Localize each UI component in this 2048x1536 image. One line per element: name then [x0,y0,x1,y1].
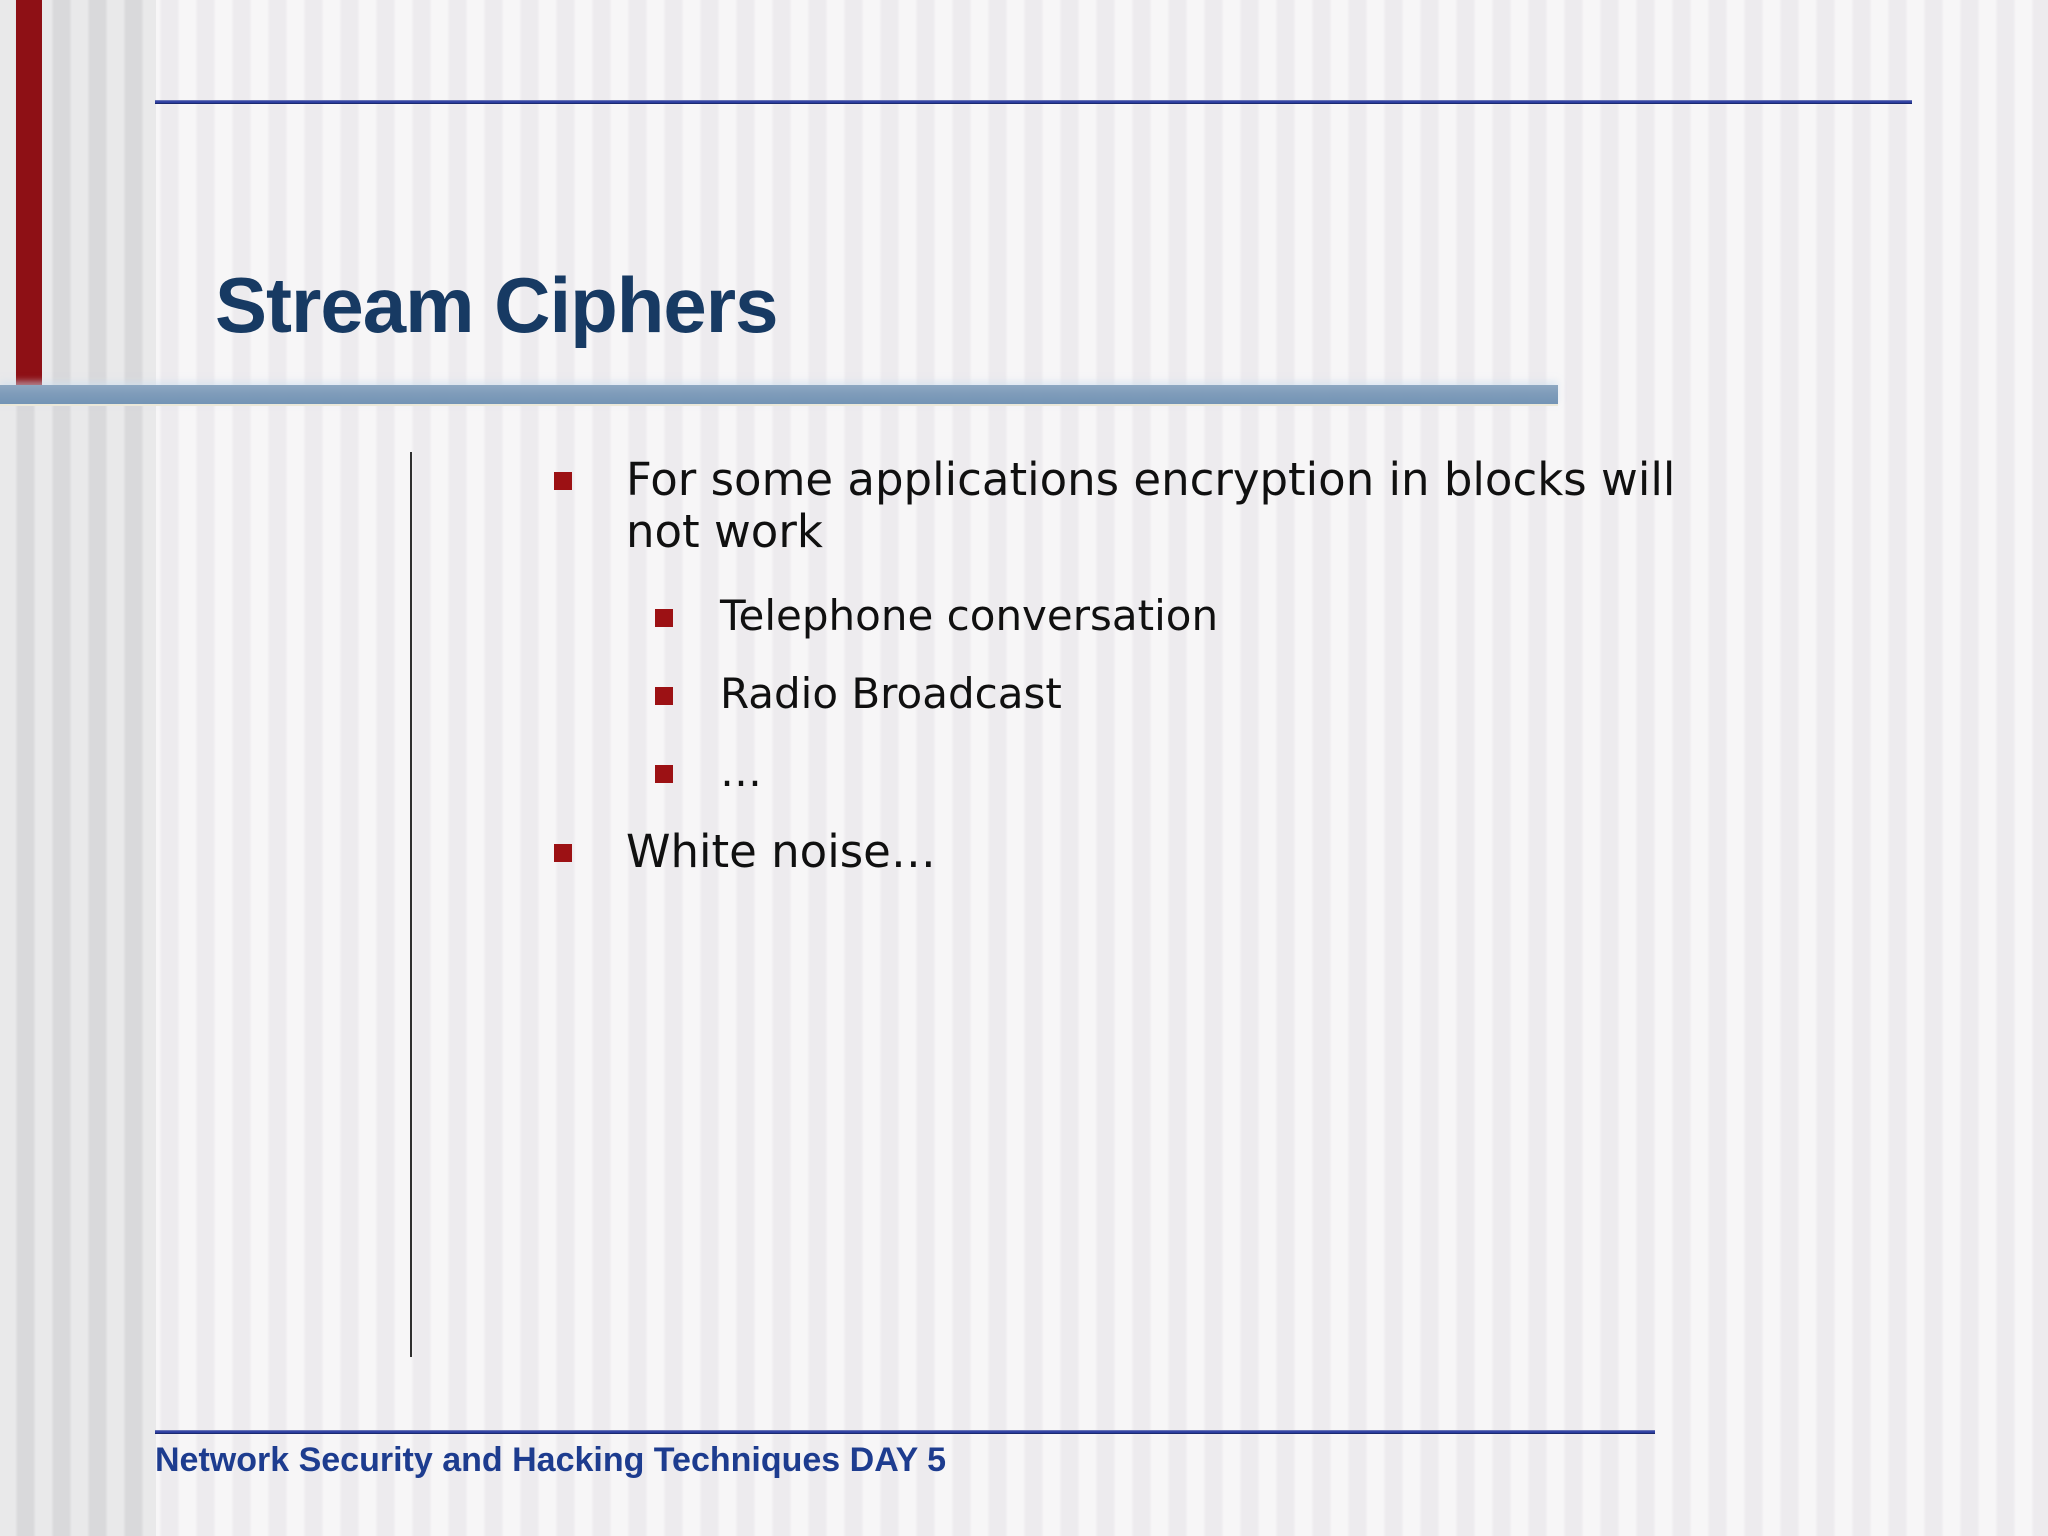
sub-bullet-text: Telephone conversation [720,591,1219,640]
bullet-item-line1: For some applications encryption in bloc… [626,453,1676,506]
red-accent-bar [16,0,42,386]
square-bullet-icon [655,765,673,783]
content-vertical-rule [410,452,412,1357]
footer-text: Network Security and Hacking Techniques … [155,1441,947,1479]
square-bullet-icon [554,472,572,490]
sub-bullet-ellipsis: … [655,749,762,795]
top-rule-line [155,100,1912,104]
sub-bullet-text: Radio Broadcast [720,669,1062,718]
sub-bullet-radio: Radio Broadcast [655,671,1062,717]
bullet-item-white-noise: White noise… [554,826,936,878]
bullet-item-blocks: For some applications encryption in bloc… [554,454,1675,558]
title-underline-bar [0,385,1558,406]
footer-rule-line [155,1430,1655,1434]
page-title: Stream Ciphers [215,261,779,349]
sub-bullet-telephone: Telephone conversation [655,593,1218,639]
square-bullet-icon [554,844,572,862]
bullet-item-line2: not work [626,505,823,558]
bullet-item-text: White noise… [626,825,936,878]
square-bullet-icon [655,687,673,705]
square-bullet-icon [655,609,673,627]
bullet-item-text: For some applications encryption in bloc… [626,454,1675,558]
sub-bullet-text: … [720,747,762,796]
